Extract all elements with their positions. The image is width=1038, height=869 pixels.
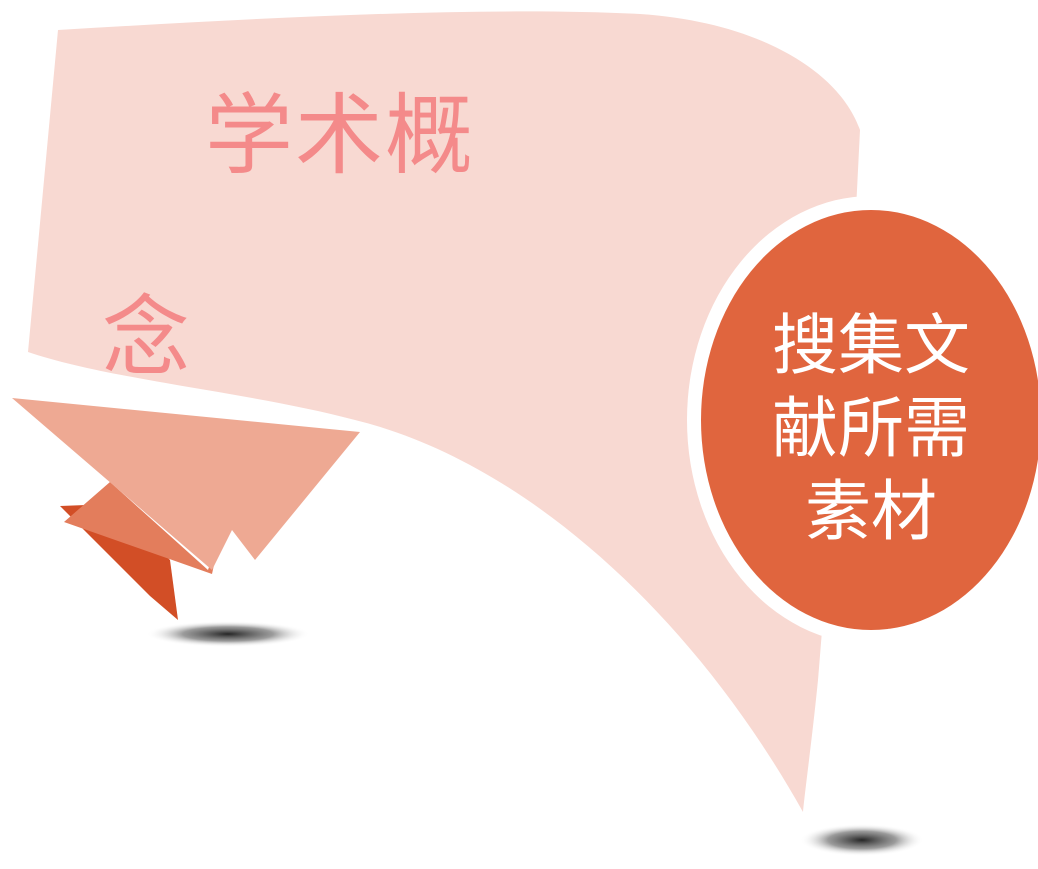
ribbon-fold-mid [64,482,222,574]
right-ground-shadow [800,824,924,856]
ribbon-fold-light [12,398,360,570]
banner-title-line-1: 学术概 [205,84,476,187]
badge-circle [701,210,1038,630]
badge-line-1: 搜集文 [772,307,970,384]
banner-title-line-2: 念 [102,286,193,389]
badge-text: 搜集文 献所需 素材 [746,304,996,553]
left-ground-shadow [146,621,310,647]
ribbon-banner-body [28,11,860,813]
badge-line-2: 献所需 [772,390,970,467]
ribbon-fold-dark [60,504,178,620]
badge-line-3: 素材 [805,473,937,550]
